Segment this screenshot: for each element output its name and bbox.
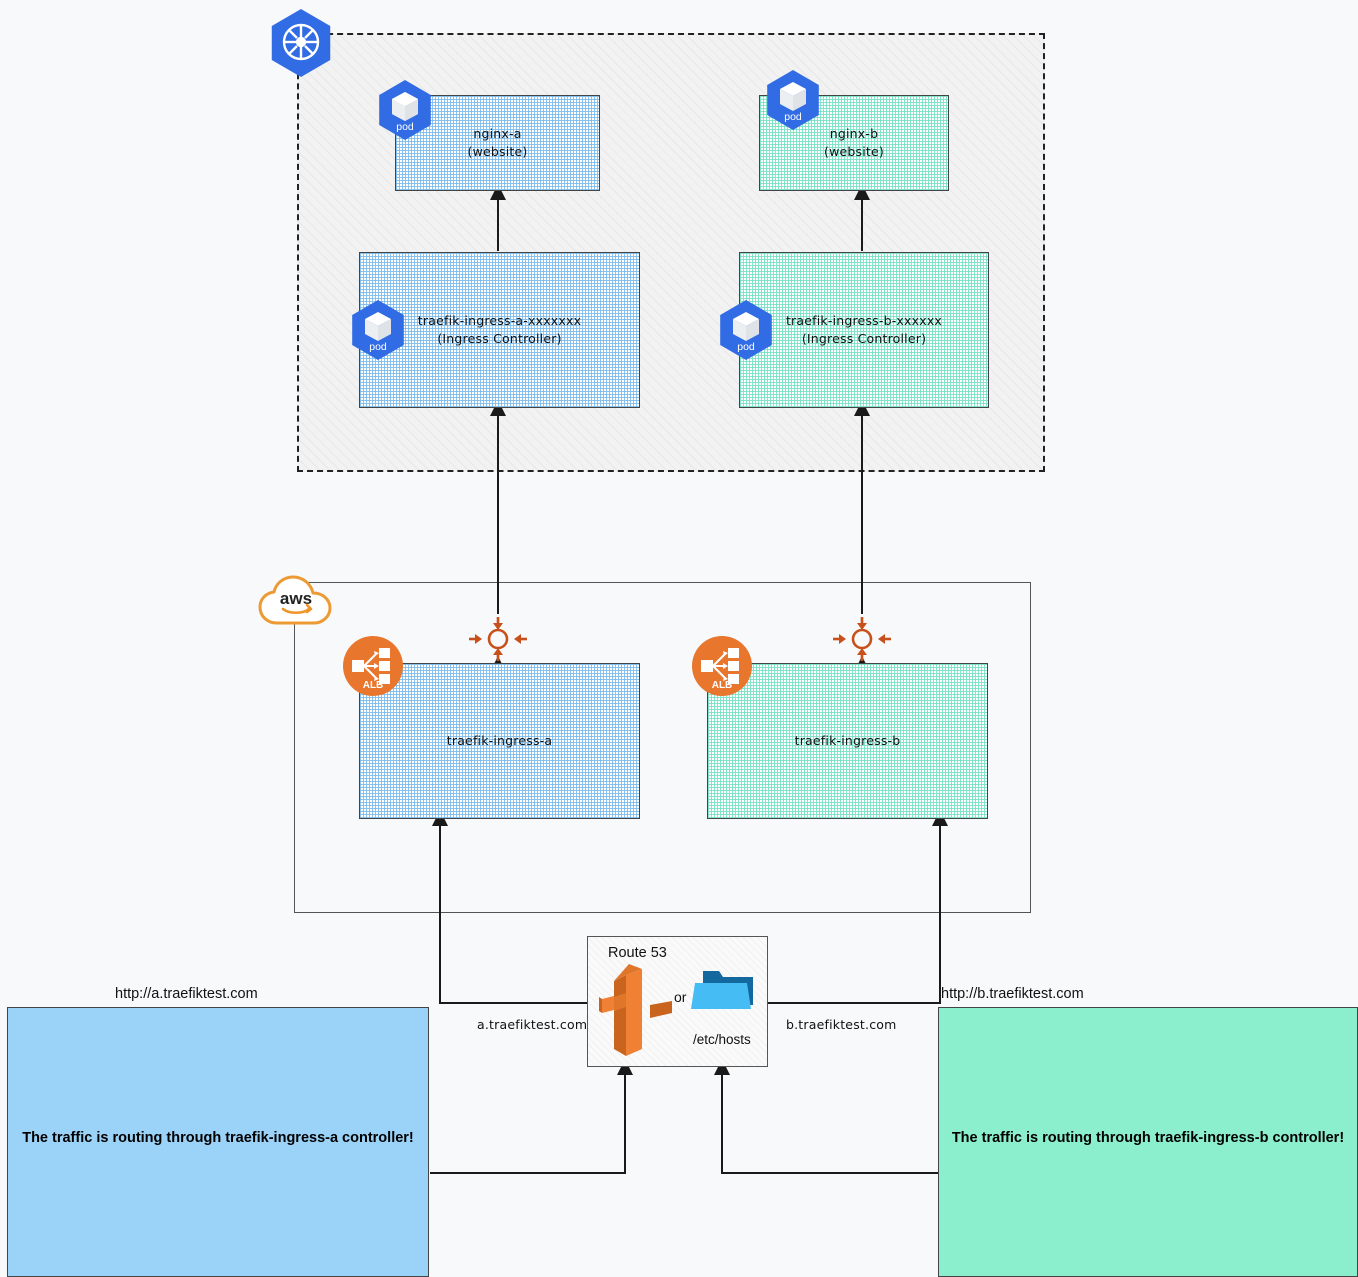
hosts-file-label: /etc/hosts [693,1032,751,1047]
network-interface-icon-a [467,615,529,663]
dns-or-text: or [674,989,687,1005]
pod-badge-text: pod [369,341,387,353]
alb-icon-b: ALB [692,636,752,696]
alb-label-b: traefik-ingress-b [794,732,901,748]
url-label-b: http://b.traefiktest.com [941,986,1084,1002]
browser-message-a: The traffic is routing through traefik-i… [22,1130,414,1146]
browser-window-b[interactable]: The traffic is routing through traefik-i… [938,1007,1358,1277]
pod-label-traefik-ingress-b: traefik-ingress-b-xxxxxx(Ingress Control… [785,312,943,346]
pod-icon-traefik-ingress-b: pod [716,300,776,360]
alb-icon-a: ALB [343,636,403,696]
folder-icon [691,971,753,1009]
browser-message-b: The traffic is routing through traefik-i… [951,1130,1345,1146]
domain-label-a: a.traefiktest.com [477,1017,588,1032]
network-interface-icon-b [831,615,893,663]
pod-label-nginx-b: nginx-b(website) [824,125,884,159]
pod-icon-nginx-a: pod [375,80,435,140]
alb-label-a: traefik-ingress-a [446,732,553,748]
route53-signpost-icon [599,964,672,1056]
route53-title: Route 53 [608,945,667,961]
aws-logo-text: aws [280,589,312,608]
pod-box-traefik-ingress-a[interactable]: traefik-ingress-a-xxxxxxx(Ingress Contro… [359,252,640,408]
browser-window-a[interactable]: The traffic is routing through traefik-i… [7,1007,429,1277]
pod-badge-text: pod [737,341,755,353]
pod-badge-text: pod [396,121,414,133]
pod-box-nginx-a[interactable]: nginx-a(website) [395,95,600,191]
alb-box-traefik-ingress-b[interactable]: traefik-ingress-b [707,663,988,819]
dns-box[interactable]: Route 53 or /etc/hosts [587,936,768,1067]
url-label-a: http://a.traefiktest.com [115,986,258,1002]
aws-cloud-icon: aws [258,573,334,629]
alb-box-traefik-ingress-a[interactable]: traefik-ingress-a [359,663,640,819]
pod-badge-text: pod [784,111,802,123]
kubernetes-logo-icon [267,9,335,77]
pod-label-nginx-a: nginx-a(website) [467,125,528,159]
pod-icon-nginx-b: pod [763,70,823,130]
alb-badge-text: ALB [711,680,733,691]
pod-label-traefik-ingress-a: traefik-ingress-a-xxxxxxx(Ingress Contro… [417,312,582,346]
alb-badge-text: ALB [362,680,384,691]
pod-box-traefik-ingress-b[interactable]: traefik-ingress-b-xxxxxx(Ingress Control… [739,252,989,408]
domain-label-b: b.traefiktest.com [786,1017,897,1032]
pod-icon-traefik-ingress-a: pod [348,300,408,360]
